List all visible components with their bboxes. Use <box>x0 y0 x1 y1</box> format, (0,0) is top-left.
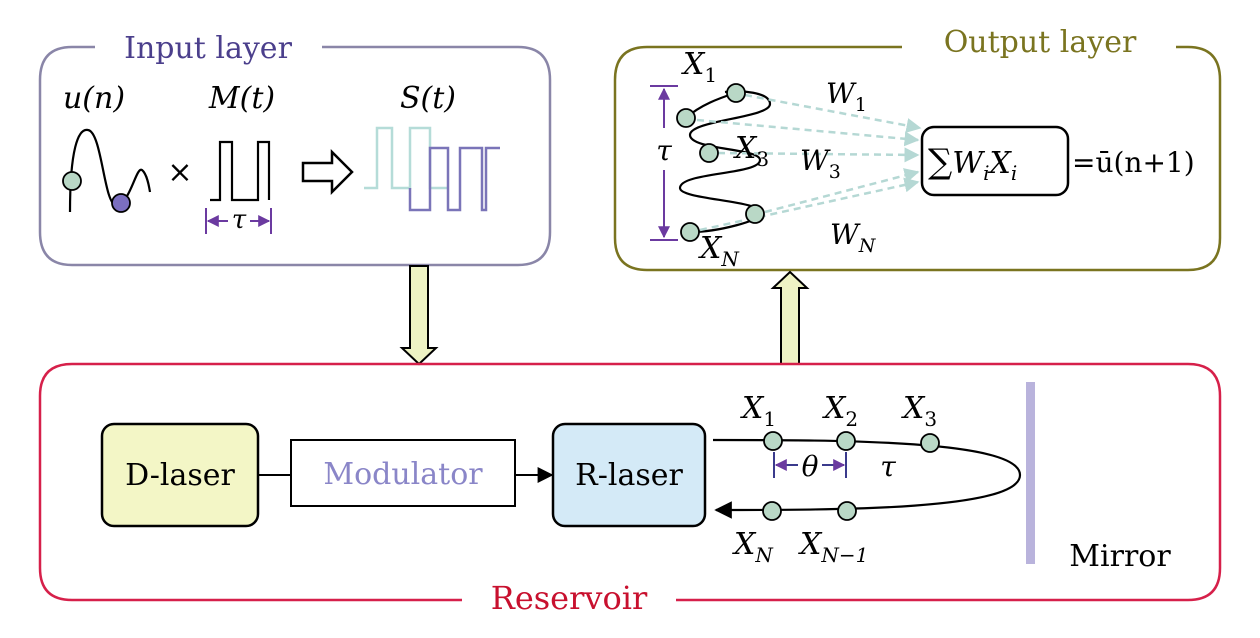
input-layer-title: Input layer <box>124 31 292 66</box>
weight-arrow-5 <box>699 177 920 232</box>
reservoir-xn1-label: XN−1 <box>798 527 868 567</box>
r-laser-box <box>551 422 707 528</box>
reservoir-title: Reservoir <box>491 579 648 617</box>
output-layer-title: Output layer <box>944 25 1137 60</box>
weight-arrow-4 <box>764 168 920 214</box>
output-x3-label: X3 <box>733 131 769 171</box>
r-laser-label: R-laser <box>575 458 683 493</box>
output-node-a <box>676 108 696 128</box>
d-laser-label: D-laser <box>125 458 235 493</box>
prediction-result: =ū(n+1) <box>1072 146 1195 179</box>
input-to-reservoir-arrow <box>399 265 439 366</box>
output-node-x3 <box>699 143 719 163</box>
feedback-loop <box>712 438 1022 519</box>
output-node-b <box>745 204 765 224</box>
reservoir-frame <box>38 362 1222 602</box>
masked-signal-dark <box>408 146 500 212</box>
output-tau-label: τ <box>656 134 672 167</box>
input-layer: Input layer u(n) M(t) S(t) × τ <box>38 31 552 267</box>
input-m-label: M(t) <box>208 81 275 116</box>
input-layer-frame <box>38 45 552 267</box>
reservoir-node-xn1 <box>837 501 857 521</box>
mask-tau-label: τ <box>232 205 247 235</box>
reservoir: Reservoir D-laser Modulator R-laser Mirr… <box>38 362 1222 617</box>
output-layer-frame <box>613 45 1222 272</box>
modulator-box <box>290 439 516 507</box>
input-u-sample-purple <box>111 193 131 213</box>
modulator-label: Modulator <box>323 457 483 492</box>
reservoir-node-x1 <box>763 431 783 451</box>
theta-label: θ <box>802 450 819 483</box>
multiply-sign: × <box>167 155 192 190</box>
weight-w1-label: W1 <box>826 77 867 116</box>
summation-expression: ∑WiXi <box>928 142 1017 185</box>
reservoir-x3-label: X3 <box>901 391 937 431</box>
weight-w3-label: W3 <box>800 144 841 183</box>
weight-arrow-3 <box>717 147 920 163</box>
output-node-xn <box>680 222 700 242</box>
output-xn-label: XN <box>698 231 740 271</box>
weight-arrow-1 <box>744 93 922 133</box>
reservoir-node-xn <box>762 501 782 521</box>
reservoir-tau-label: τ <box>880 450 896 483</box>
weight-arrow-2 <box>696 118 920 147</box>
input-u-label: u(n) <box>63 81 125 116</box>
summation-box <box>920 125 1070 197</box>
mirror-label: Mirror <box>1069 539 1171 574</box>
reservoir-to-output-arrow <box>770 270 810 365</box>
input-s-label: S(t) <box>400 81 456 116</box>
input-transform-arrow <box>301 148 354 196</box>
output-x1-label: X1 <box>681 47 717 87</box>
mask-signal <box>210 140 271 202</box>
output-layer: Output layer τ X1 X3 XN <box>613 25 1222 272</box>
reservoir-x1-label: X1 <box>740 391 776 431</box>
reservoir-node-x3 <box>920 433 940 453</box>
output-node-x1 <box>726 83 746 103</box>
masked-signal-light <box>364 126 448 190</box>
mirror <box>1026 382 1035 564</box>
input-u-curve <box>68 128 152 213</box>
input-u-sample-green <box>62 171 82 191</box>
weight-wn-label: WN <box>830 218 877 257</box>
reservoir-node-x2 <box>836 431 856 451</box>
reservoir-xn-label: XN <box>732 527 774 567</box>
reservoir-x2-label: X2 <box>822 391 858 431</box>
